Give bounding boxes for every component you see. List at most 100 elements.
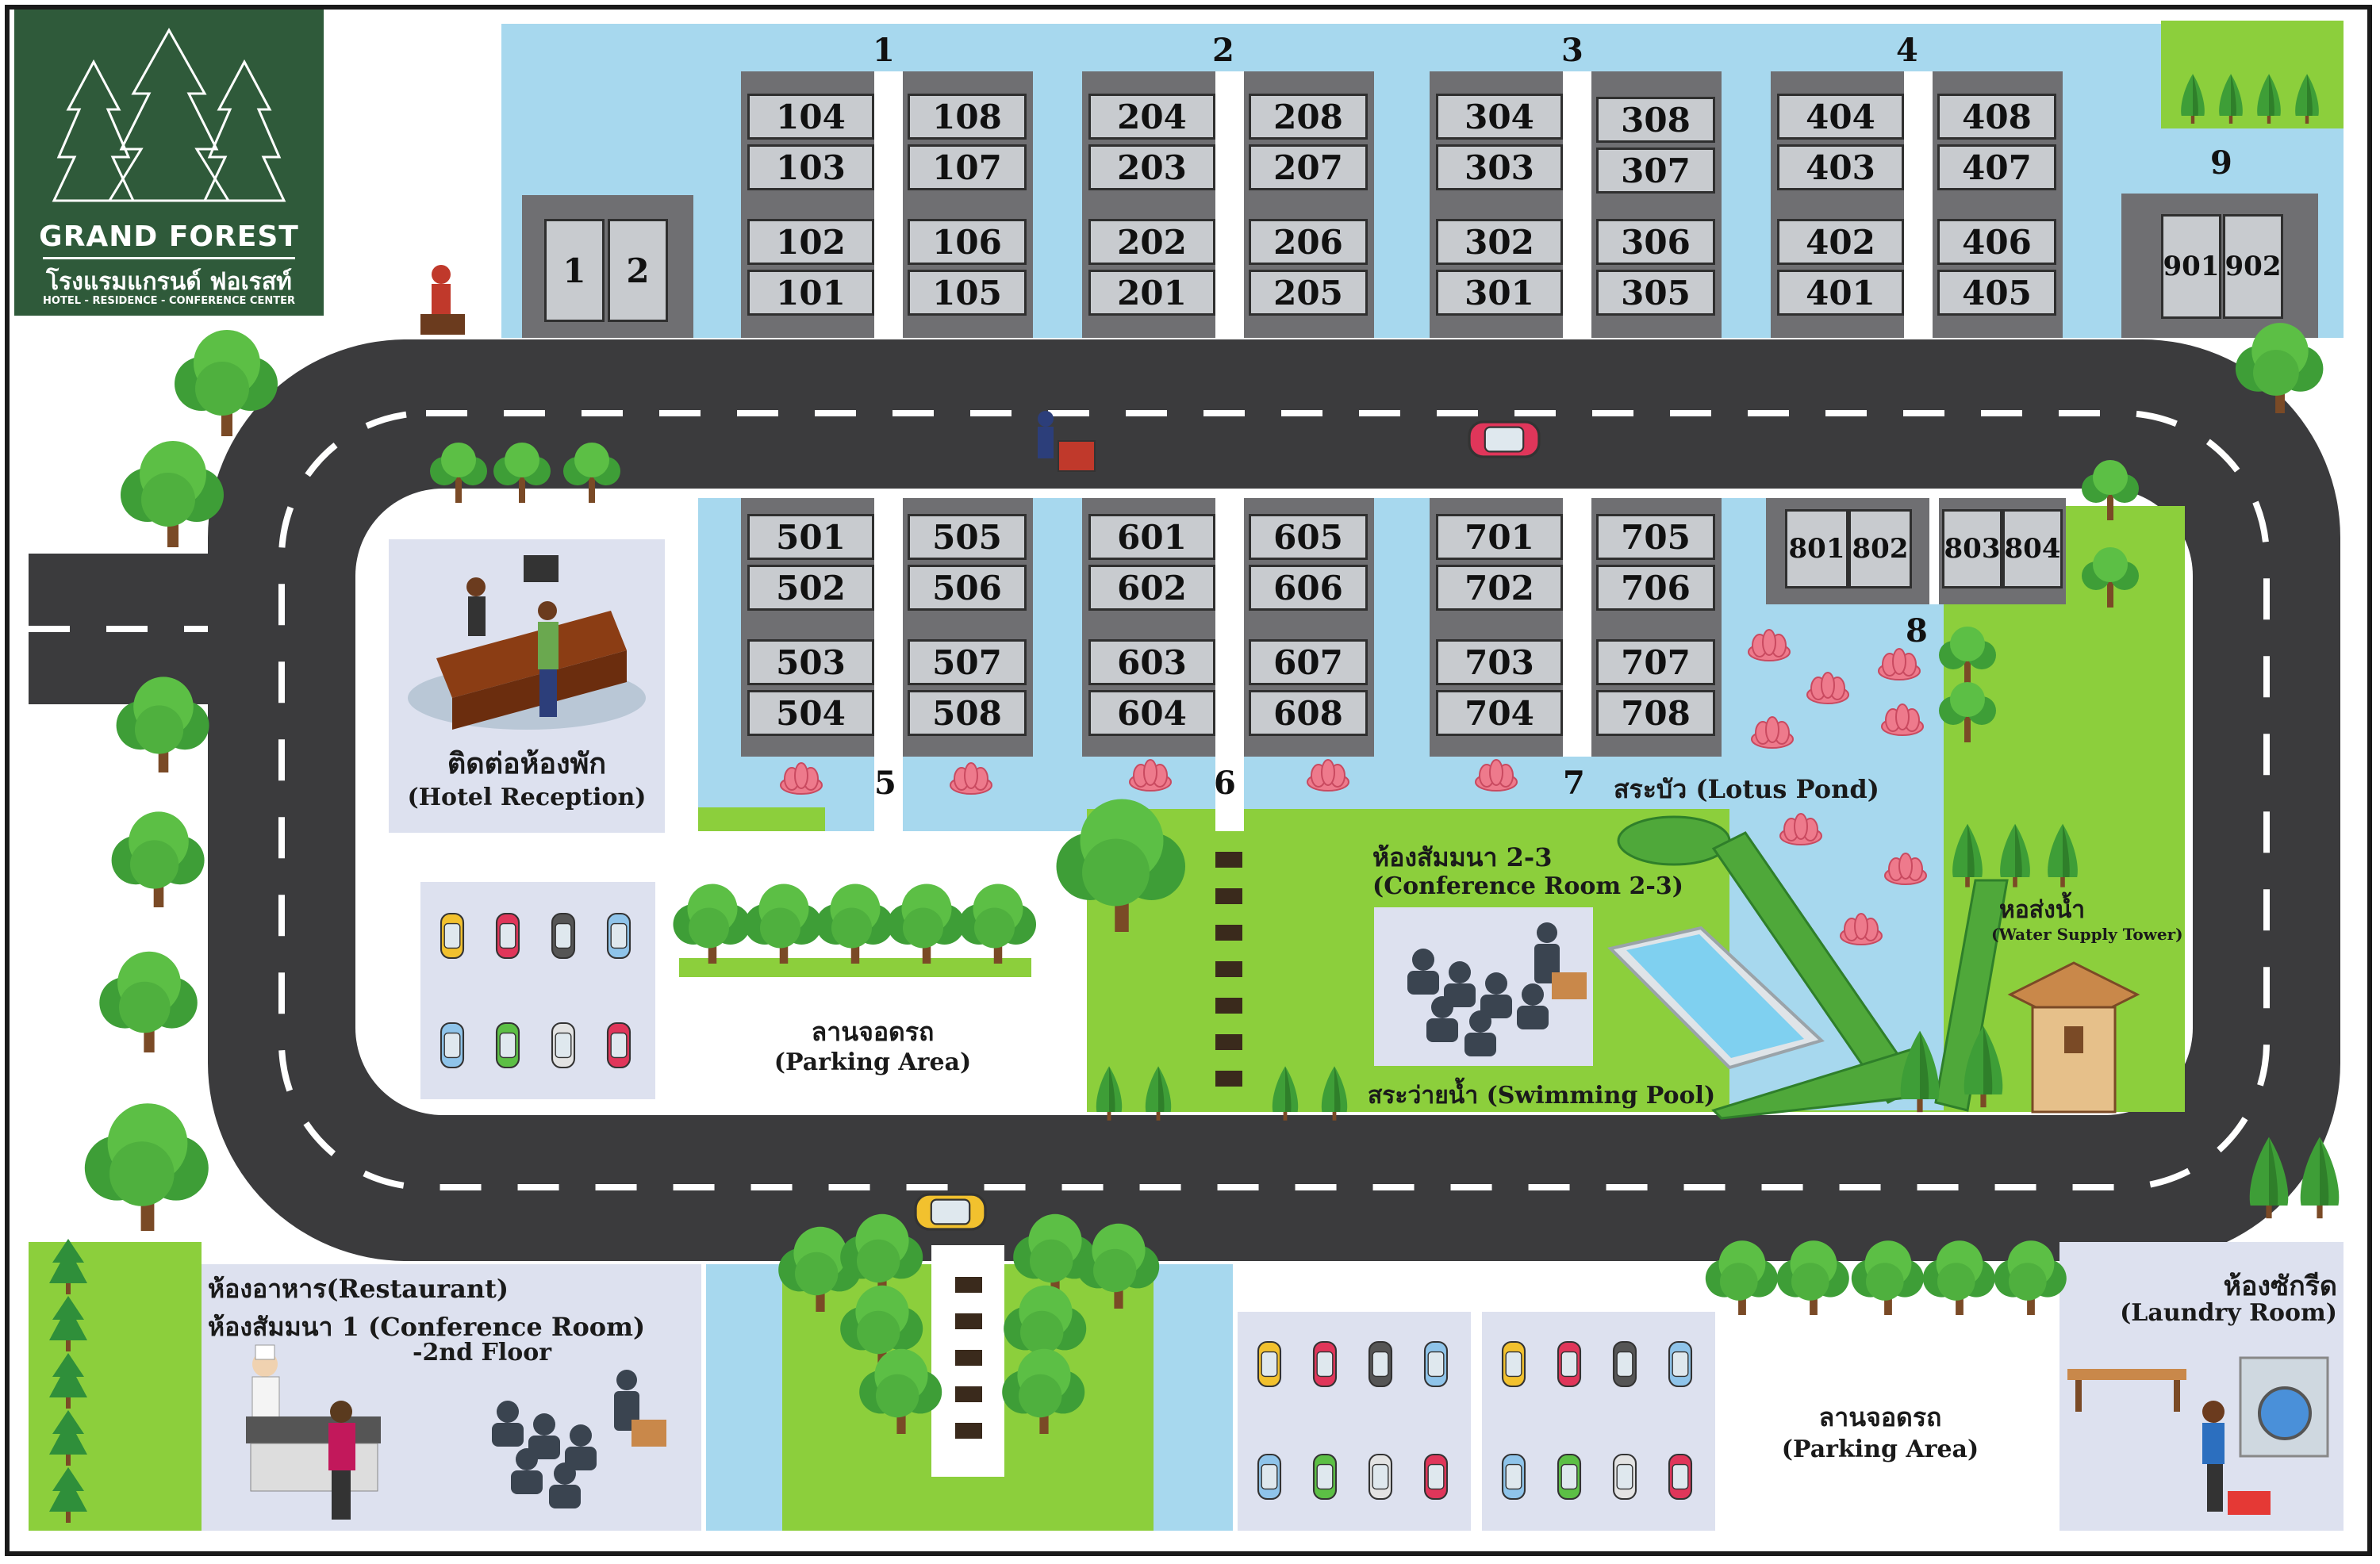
room-607[interactable]: 607 bbox=[1249, 639, 1368, 685]
bellboy-icon bbox=[420, 265, 1096, 472]
room-601[interactable]: 601 bbox=[1088, 514, 1215, 560]
walkway-stone bbox=[1215, 998, 1242, 1014]
room-304[interactable]: 304 bbox=[1436, 94, 1563, 140]
laundry-icon bbox=[2067, 1356, 2329, 1515]
room-406[interactable]: 406 bbox=[1937, 219, 2056, 265]
room-901[interactable]: 901 bbox=[2161, 214, 2221, 319]
room-504[interactable]: 504 bbox=[747, 690, 874, 736]
conference-23-label-thai: ห้องสัมมนา 2-3 bbox=[1372, 842, 1553, 872]
room-605[interactable]: 605 bbox=[1249, 514, 1368, 560]
room-307[interactable]: 307 bbox=[1596, 148, 1715, 194]
room-705[interactable]: 705 bbox=[1596, 514, 1715, 560]
room-407[interactable]: 407 bbox=[1937, 144, 2056, 190]
room-208[interactable]: 208 bbox=[1249, 94, 1368, 140]
room-2[interactable]: 2 bbox=[608, 219, 668, 322]
room-804[interactable]: 804 bbox=[2002, 509, 2063, 588]
building-5-gap bbox=[874, 498, 903, 831]
laundry-label-en: (Laundry Room) bbox=[2120, 1299, 2337, 1327]
zone-number-4: 4 bbox=[1896, 32, 1918, 69]
room-606[interactable]: 606 bbox=[1249, 565, 1368, 611]
room-103[interactable]: 103 bbox=[747, 144, 874, 190]
logo-brand: GRAND FOREST bbox=[39, 220, 299, 253]
room-608[interactable]: 608 bbox=[1249, 690, 1368, 736]
room-704[interactable]: 704 bbox=[1436, 690, 1563, 736]
pine-trees-icon bbox=[52, 27, 286, 202]
bottom-water-left bbox=[706, 1264, 782, 1531]
middle-lawn-strip bbox=[698, 807, 825, 831]
room-706[interactable]: 706 bbox=[1596, 565, 1715, 611]
room-405[interactable]: 405 bbox=[1937, 270, 2056, 316]
room-204[interactable]: 204 bbox=[1088, 94, 1215, 140]
room-802[interactable]: 802 bbox=[1848, 509, 1912, 588]
room-702[interactable]: 702 bbox=[1436, 565, 1563, 611]
room-205[interactable]: 205 bbox=[1249, 270, 1368, 316]
room-403[interactable]: 403 bbox=[1777, 144, 1904, 190]
parking-2-label-thai: ลานจอดรถ bbox=[1818, 1402, 1942, 1432]
room-206[interactable]: 206 bbox=[1249, 219, 1368, 265]
room-202[interactable]: 202 bbox=[1088, 219, 1215, 265]
room-106[interactable]: 106 bbox=[908, 219, 1027, 265]
room-402[interactable]: 402 bbox=[1777, 219, 1904, 265]
room-203[interactable]: 203 bbox=[1088, 144, 1215, 190]
walkway-stone bbox=[1215, 852, 1242, 868]
room-104[interactable]: 104 bbox=[747, 94, 874, 140]
room-803[interactable]: 803 bbox=[1942, 509, 2002, 588]
swimming-pool-icon bbox=[1607, 926, 1825, 1070]
room-207[interactable]: 207 bbox=[1249, 144, 1368, 190]
room-503[interactable]: 503 bbox=[747, 639, 874, 685]
room-707[interactable]: 707 bbox=[1596, 639, 1715, 685]
conference-people-icon bbox=[1407, 922, 1587, 1056]
hotel-logo: GRAND FOREST โรงแรมแกรนด์ ฟอเรสท์ HOTEL … bbox=[14, 8, 324, 316]
room-506[interactable]: 506 bbox=[908, 565, 1027, 611]
room-501[interactable]: 501 bbox=[747, 514, 874, 560]
water-tower-icon bbox=[2007, 961, 2140, 1114]
room-701[interactable]: 701 bbox=[1436, 514, 1563, 560]
room-301[interactable]: 301 bbox=[1436, 270, 1563, 316]
logo-divider bbox=[43, 257, 295, 259]
walkway-stone bbox=[955, 1350, 982, 1366]
room-508[interactable]: 508 bbox=[908, 690, 1027, 736]
room-902[interactable]: 902 bbox=[2223, 214, 2283, 319]
room-305[interactable]: 305 bbox=[1596, 270, 1715, 316]
reception-desk-icon bbox=[408, 555, 646, 730]
room-308[interactable]: 308 bbox=[1596, 97, 1715, 143]
room-703[interactable]: 703 bbox=[1436, 639, 1563, 685]
building-7-gap bbox=[1563, 498, 1591, 757]
room-801[interactable]: 801 bbox=[1785, 509, 1848, 588]
walkway-stone bbox=[955, 1313, 982, 1329]
room-604[interactable]: 604 bbox=[1088, 690, 1215, 736]
room-404[interactable]: 404 bbox=[1777, 94, 1904, 140]
walkway-stone bbox=[1215, 961, 1242, 977]
room-201[interactable]: 201 bbox=[1088, 270, 1215, 316]
water-tower-label-thai: หอส่งน้ำ bbox=[1999, 896, 2086, 924]
room-306[interactable]: 306 bbox=[1596, 219, 1715, 265]
room-1[interactable]: 1 bbox=[544, 219, 605, 322]
map-border bbox=[5, 5, 2372, 1556]
room-302[interactable]: 302 bbox=[1436, 219, 1563, 265]
building-3-gap bbox=[1563, 71, 1591, 338]
room-502[interactable]: 502 bbox=[747, 565, 874, 611]
room-401[interactable]: 401 bbox=[1777, 270, 1904, 316]
room-105[interactable]: 105 bbox=[908, 270, 1027, 316]
room-505[interactable]: 505 bbox=[908, 514, 1027, 560]
zone-number-8: 8 bbox=[1906, 612, 1928, 650]
room-108[interactable]: 108 bbox=[908, 94, 1027, 140]
parking-2-label-en: (Parking Area) bbox=[1781, 1436, 1979, 1463]
laundry-label-thai: ห้องซักรีด bbox=[2223, 1271, 2337, 1302]
walkway-stone bbox=[1215, 925, 1242, 941]
room-107[interactable]: 107 bbox=[908, 144, 1027, 190]
room-708[interactable]: 708 bbox=[1596, 690, 1715, 736]
logo-tagline: HOTEL - RESIDENCE - CONFERENCE CENTER bbox=[43, 295, 295, 307]
room-602[interactable]: 602 bbox=[1088, 565, 1215, 611]
zone-number-5: 5 bbox=[874, 765, 896, 802]
walkway-stone bbox=[955, 1386, 982, 1402]
zone-number-3: 3 bbox=[1561, 32, 1583, 69]
room-408[interactable]: 408 bbox=[1937, 94, 2056, 140]
room-102[interactable]: 102 bbox=[747, 219, 874, 265]
room-603[interactable]: 603 bbox=[1088, 639, 1215, 685]
room-101[interactable]: 101 bbox=[747, 270, 874, 316]
room-303[interactable]: 303 bbox=[1436, 144, 1563, 190]
restaurant-chef-icon bbox=[246, 1344, 381, 1520]
room-507[interactable]: 507 bbox=[908, 639, 1027, 685]
